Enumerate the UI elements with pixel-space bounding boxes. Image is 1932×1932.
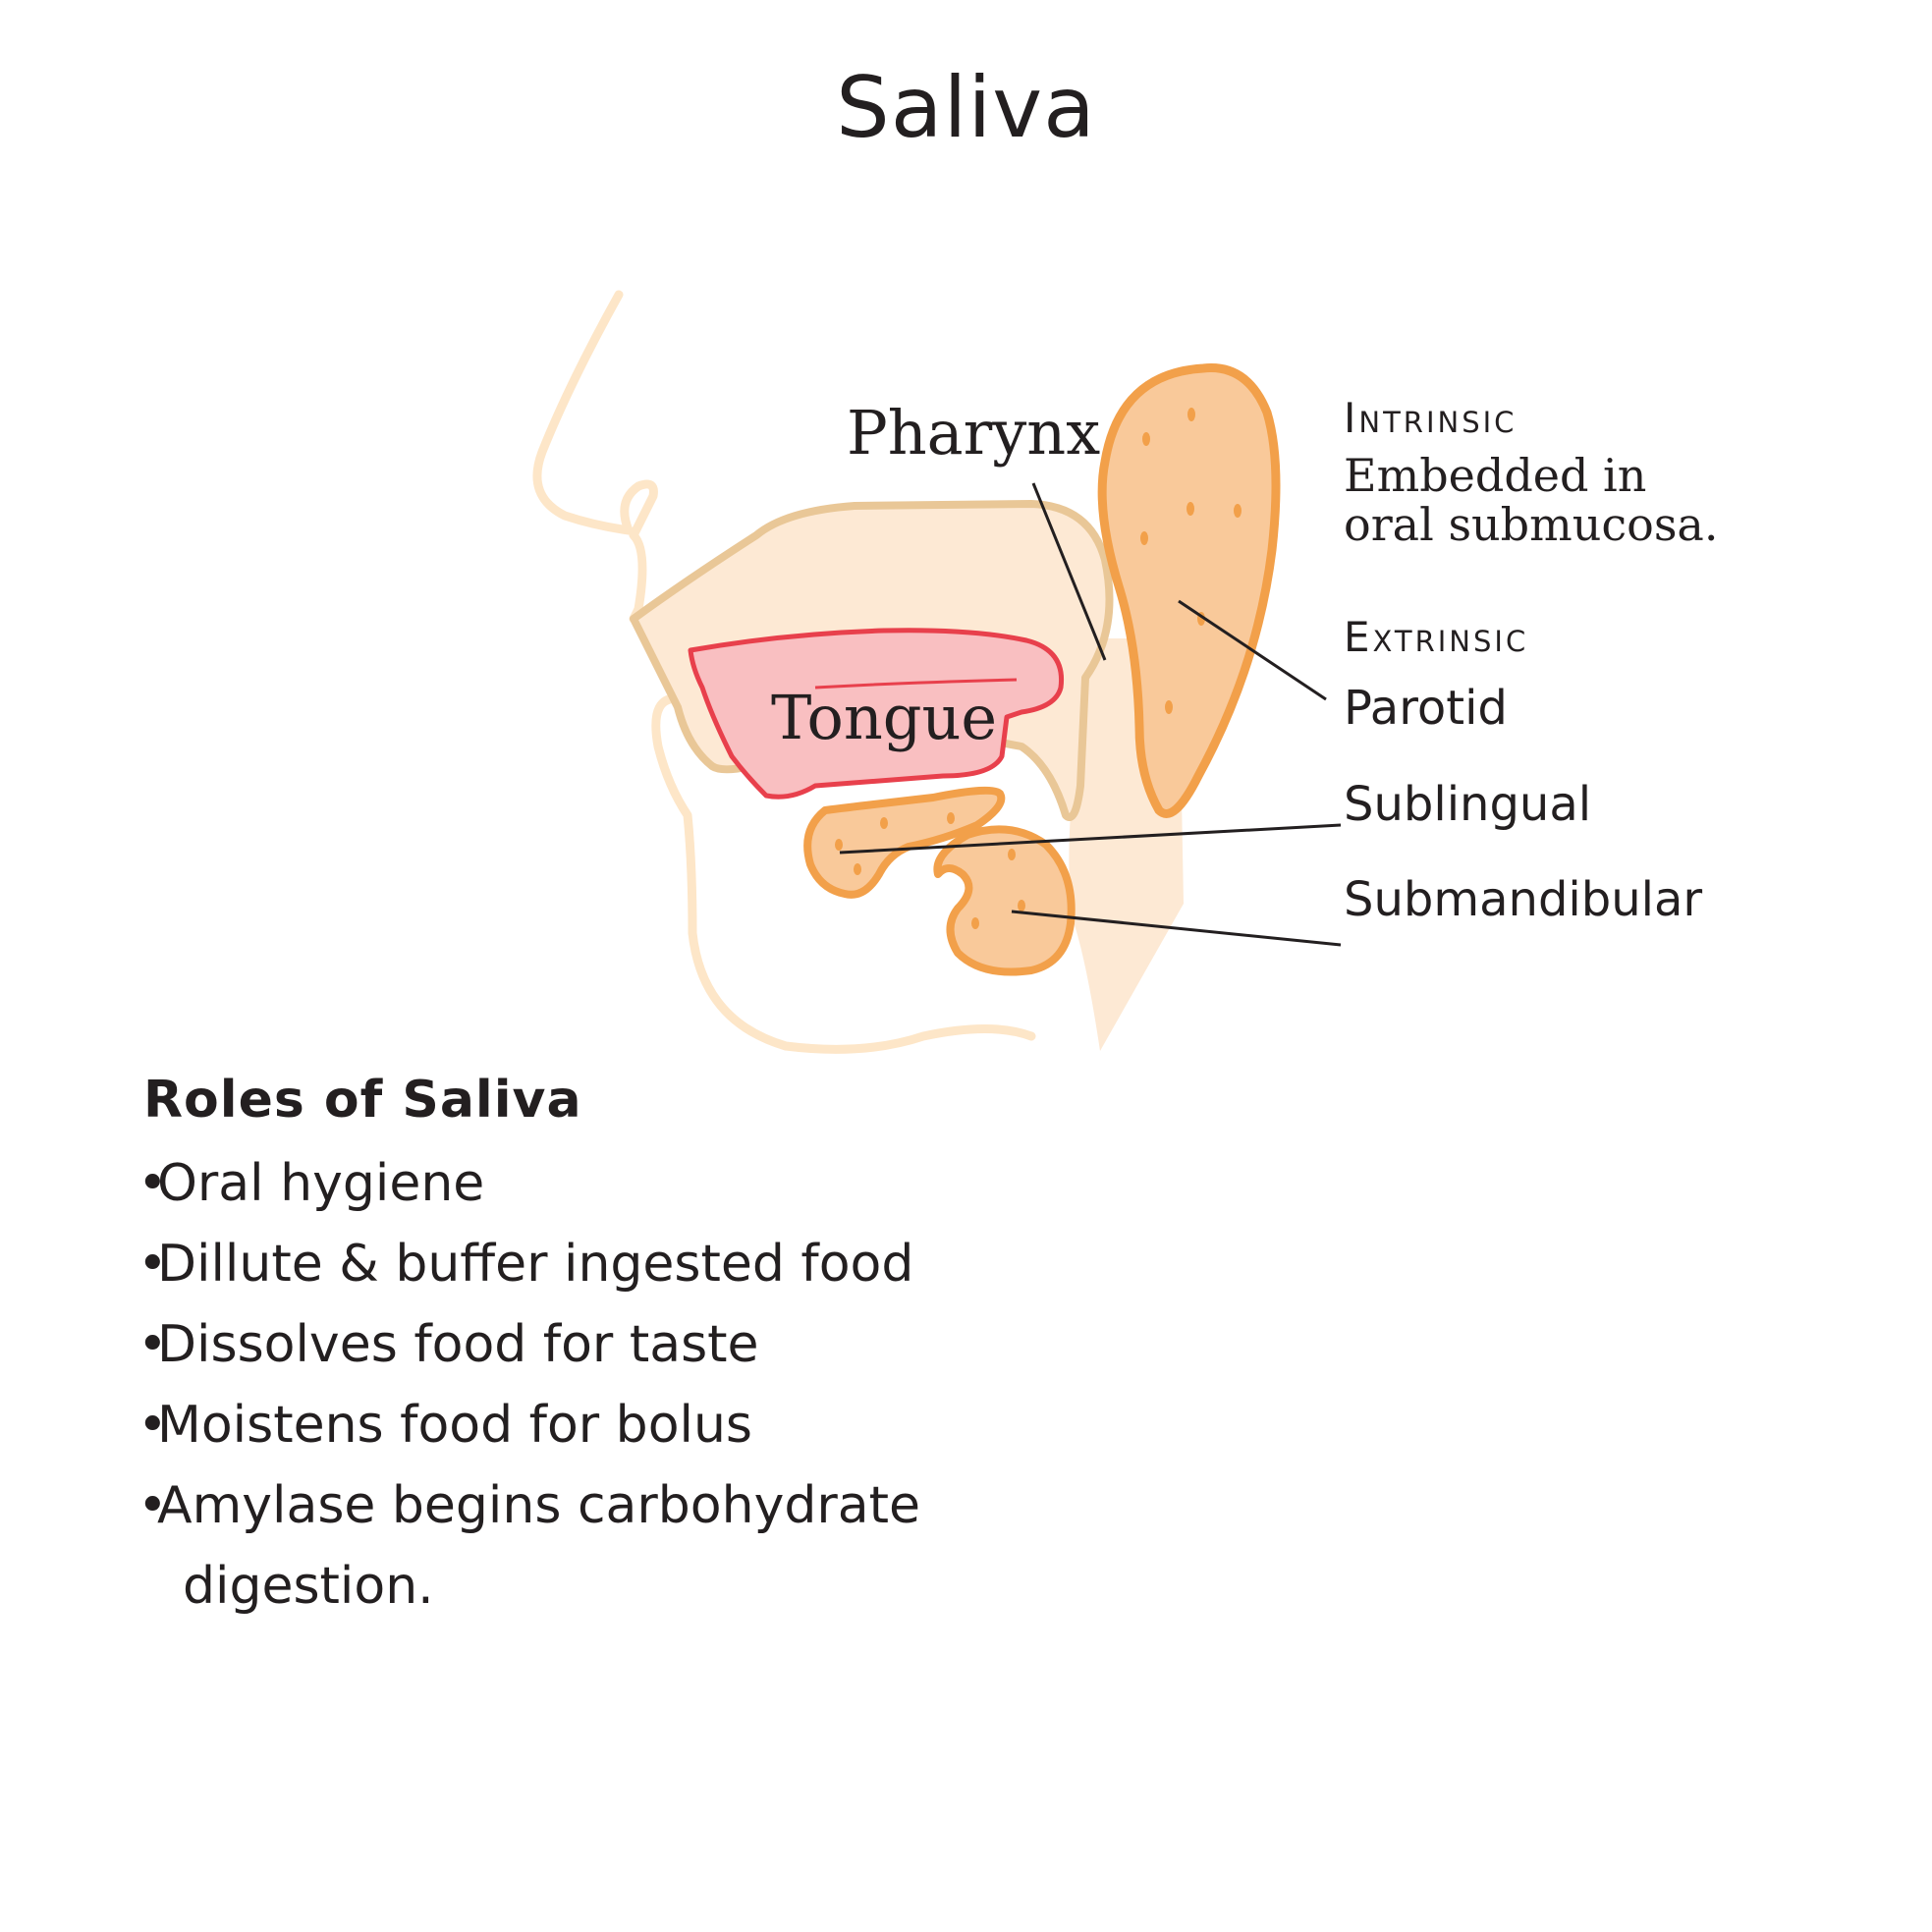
parotid-label: Parotid — [1344, 681, 1508, 736]
submandibular-gland — [933, 825, 1076, 976]
parotid-leader-line — [1178, 599, 1327, 701]
tongue-shape — [688, 628, 1065, 800]
intrinsic-line-1: Embedded in — [1344, 449, 1646, 502]
tongue-groove — [814, 678, 1018, 690]
sublingual-leader-line — [839, 823, 1342, 855]
list-item: •Amylase begins carbohydrate — [138, 1465, 1218, 1546]
list-item: •Oral hygiene — [138, 1143, 1218, 1224]
submandibular-leader-line — [1011, 910, 1342, 947]
list-item: •Dillute & buffer ingested food — [138, 1224, 1218, 1304]
parotid-gland — [1097, 363, 1281, 818]
saliva-anatomy-diagram: Pharynx Tongue Intrinsic Embedded in ora… — [532, 290, 1718, 1054]
bullet: • — [138, 1315, 168, 1374]
list-item-continuation: digestion. — [183, 1557, 434, 1616]
bullet: • — [138, 1396, 168, 1455]
roles-heading: Roles of Saliva — [143, 1071, 582, 1130]
sublingual-label: Sublingual — [1344, 777, 1591, 832]
leader-lines — [839, 482, 1342, 947]
intrinsic-heading: Intrinsic — [1344, 394, 1517, 442]
chin-jaw-outline — [651, 693, 1036, 1054]
roles-of-saliva-section: Roles of Saliva •Oral hygiene •Dillute &… — [138, 1071, 1218, 1627]
bullet: • — [138, 1154, 168, 1213]
roles-list: •Oral hygiene •Dillute & buffer ingested… — [138, 1143, 1218, 1627]
pharynx-label: Pharynx — [847, 397, 1100, 469]
list-item: •Dissolves food for taste — [138, 1304, 1218, 1385]
list-item: •Moistens food for bolus — [138, 1385, 1218, 1465]
bullet: • — [138, 1235, 168, 1294]
pharynx-leader-line — [1031, 482, 1107, 661]
extrinsic-heading: Extrinsic — [1344, 613, 1528, 661]
face-profile-outline — [532, 290, 658, 624]
page-title: Saliva — [836, 59, 1096, 157]
intrinsic-line-2: oral submucosa. — [1344, 498, 1718, 551]
tongue-label: Tongue — [771, 682, 997, 753]
submandibular-label: Submandibular — [1344, 872, 1702, 927]
bullet: • — [138, 1476, 168, 1535]
gland-texture-dots — [835, 408, 1242, 929]
